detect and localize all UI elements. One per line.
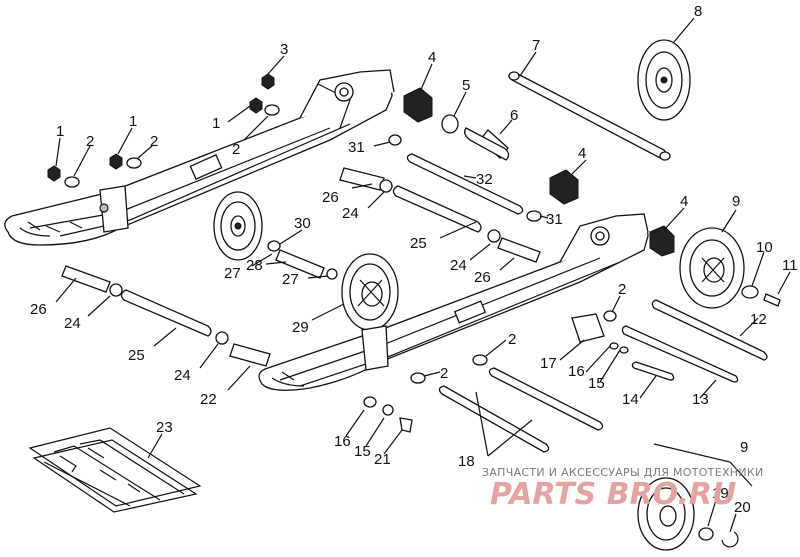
callout-25-a: 25 <box>410 235 427 252</box>
callout-24-b: 24 <box>450 257 467 274</box>
callout-labels: 1 2 1 2 1 2 3 4 5 6 7 8 31 32 4 31 4 9 1… <box>30 3 798 516</box>
callout-15-b: 15 <box>354 443 371 460</box>
callout-14: 14 <box>622 391 639 408</box>
callout-2-e: 2 <box>508 331 516 348</box>
callout-23: 23 <box>156 419 173 436</box>
callout-2-d: 2 <box>618 281 626 298</box>
watermark-logo: PARTS BRO.RU <box>490 477 736 512</box>
callout-26-b: 26 <box>474 269 491 286</box>
leader-lines <box>55 17 791 533</box>
callout-31-b: 31 <box>546 211 563 228</box>
top-parts <box>403 39 691 161</box>
callout-19: 19 <box>712 485 729 502</box>
callout-5: 5 <box>462 77 470 94</box>
callout-2-b: 2 <box>150 133 158 150</box>
middle-parts <box>267 134 579 280</box>
callout-28: 28 <box>246 257 263 274</box>
callout-9-a: 9 <box>732 193 740 210</box>
callout-8: 8 <box>694 3 702 20</box>
callout-24-a: 24 <box>342 205 359 222</box>
callout-4-b: 4 <box>578 145 586 162</box>
left-fasteners <box>47 73 280 188</box>
callout-9-b: 9 <box>740 439 748 456</box>
callout-16-a: 16 <box>568 363 585 380</box>
callout-21: 21 <box>374 451 391 468</box>
callout-2-a: 2 <box>86 133 94 150</box>
callout-16-b: 16 <box>334 433 351 450</box>
wheel-27 <box>213 191 263 261</box>
left-rail <box>4 69 395 246</box>
callout-29: 29 <box>292 319 309 336</box>
callout-26-c: 26 <box>30 301 47 318</box>
callout-11: 11 <box>782 257 798 274</box>
callout-4-a: 4 <box>428 49 436 66</box>
callout-22: 22 <box>200 391 217 408</box>
watermark-caption: ЗАПЧАСТИ И АКСЕССУАРЫ ДЛЯ МОТОТЕХНИКИ <box>482 466 764 479</box>
watermark: ЗАПЧАСТИ И АКСЕССУАРЫ ДЛЯ МОТОТЕХНИКИ PA… <box>482 466 764 512</box>
callout-2-c: 2 <box>232 141 240 158</box>
callout-32: 32 <box>476 171 493 188</box>
callout-15-a: 15 <box>588 375 605 392</box>
callout-10: 10 <box>756 239 773 256</box>
right-rail <box>258 213 649 391</box>
callout-6: 6 <box>510 107 518 124</box>
callout-4-c: 4 <box>680 193 688 210</box>
callout-26-a: 26 <box>322 189 339 206</box>
callout-20: 20 <box>734 499 751 516</box>
wheel-9-bottom <box>637 477 739 551</box>
wheel-29 <box>341 253 399 331</box>
right-parts <box>363 225 781 453</box>
callout-18: 18 <box>458 453 475 470</box>
callout-2-f: 2 <box>440 365 448 382</box>
callout-17: 17 <box>540 355 557 372</box>
callout-3: 3 <box>280 41 288 58</box>
callout-1-a: 1 <box>56 123 64 140</box>
callout-31-a: 31 <box>348 139 365 156</box>
callout-1-b: 1 <box>129 113 137 130</box>
callout-1-c: 1 <box>212 115 220 132</box>
callout-24-d: 24 <box>174 367 191 384</box>
callout-7: 7 <box>532 37 540 54</box>
callout-12: 12 <box>750 311 767 328</box>
protector-23 <box>28 427 202 513</box>
callout-27-b: 27 <box>282 271 299 288</box>
callout-24-c: 24 <box>64 315 81 332</box>
callout-27-a: 27 <box>224 265 241 282</box>
callout-25-b: 25 <box>128 347 145 364</box>
left-lower-parts <box>61 265 271 367</box>
callout-30: 30 <box>294 215 311 232</box>
callout-13: 13 <box>692 391 709 408</box>
